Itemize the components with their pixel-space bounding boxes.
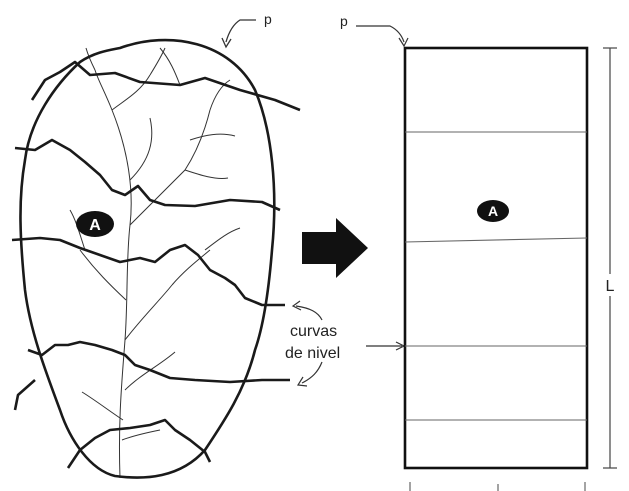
rectangle-outline [403,46,589,470]
rectangle-bands [404,131,588,421]
perimeter-label-left: p [264,11,272,27]
equivalent-rectangle: A p L [340,13,618,491]
contour-label-line1: curvas [290,323,337,340]
area-label-left: A [76,211,114,237]
contour-lines [11,60,301,469]
area-letter-left: A [89,217,101,234]
transform-arrow [302,218,368,278]
bottom-ticks [409,482,586,491]
contour-callout: curvas de nivel [285,300,406,387]
contour-pointer-down [301,361,323,384]
contour-label-line2: de nivel [285,345,340,362]
area-letter-right: A [488,203,498,219]
perimeter-pointer-left [225,19,256,43]
length-dimension [603,47,617,469]
perimeter-label-right: p [340,13,348,29]
basin-drawing: A p [11,11,301,479]
area-label-right: A [477,200,509,222]
contour-pointer-up [295,305,323,321]
basin-perimeter [19,38,276,479]
length-label: L [606,278,615,295]
perimeter-pointer-right [356,25,405,43]
